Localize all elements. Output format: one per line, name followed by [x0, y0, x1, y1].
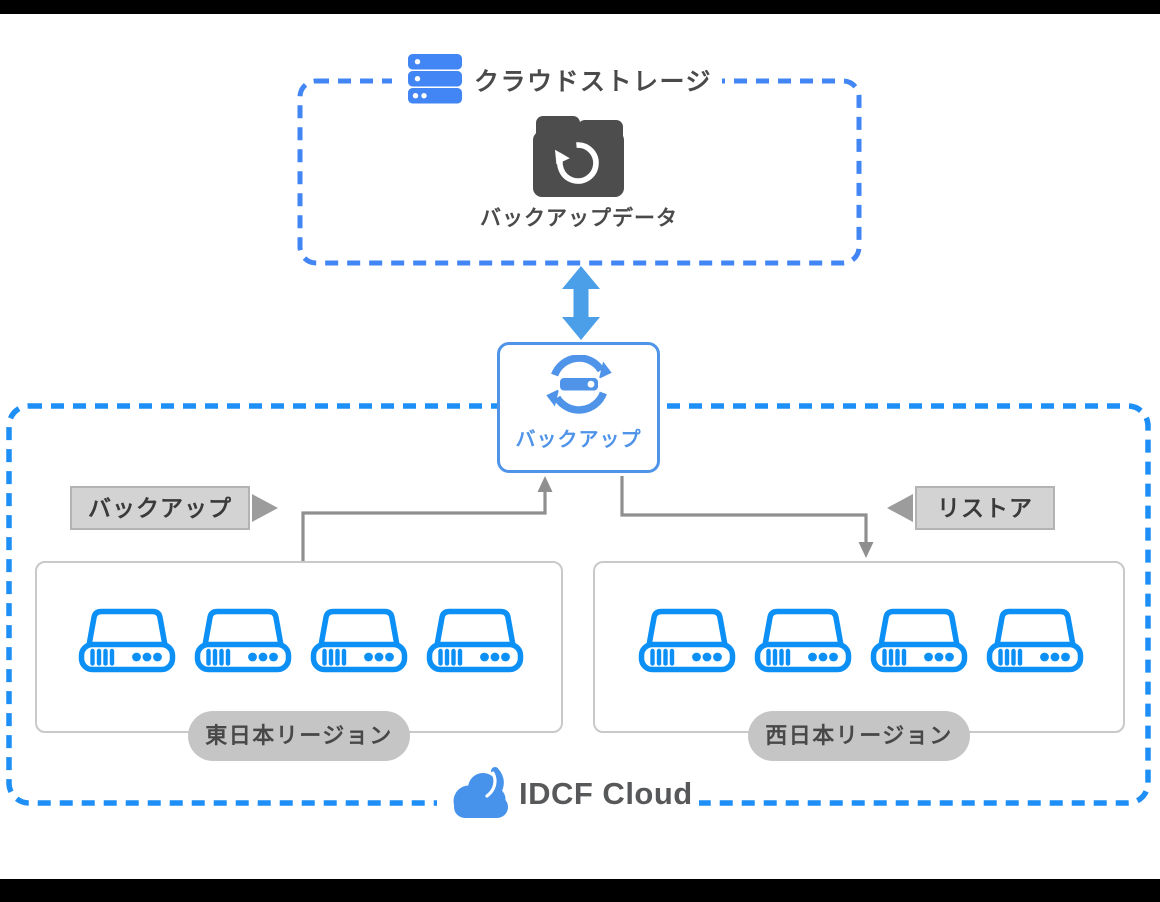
backup-node-label: バックアップ [515, 429, 642, 451]
sync-icon [545, 355, 612, 414]
server-icon [193, 606, 293, 674]
folder-restore-icon [533, 116, 624, 197]
restore-flow-label: リストア [915, 486, 1055, 530]
restore-flow-arrow-icon [887, 494, 913, 522]
backup-connector-line [301, 486, 547, 561]
restore-connector-line [620, 476, 868, 546]
region-label-west: 西日本リージョン [748, 711, 970, 761]
server-icon [985, 606, 1085, 674]
region-label-east: 東日本リージョン [188, 711, 410, 761]
backup-connector-arrowhead [537, 476, 553, 492]
backup-data-label: バックアップデータ [480, 207, 678, 230]
backup-flow-label: バックアップ [70, 486, 250, 530]
server-icon [309, 606, 409, 674]
cloud-storage-box [297, 78, 862, 266]
letterbox-top [0, 0, 1160, 14]
storage-rack-icon [408, 54, 462, 104]
restore-connector-arrowhead [858, 542, 874, 558]
server-icon [869, 606, 969, 674]
server-icon [753, 606, 853, 674]
region-box-east [35, 561, 563, 733]
sync-double-arrow [562, 266, 600, 340]
server-icon [77, 606, 177, 674]
server-icon [637, 606, 737, 674]
backup-flow-arrow-icon [252, 494, 278, 522]
cloud-icon [453, 767, 508, 818]
idcf-cloud-logo-text: IDCF Cloud [519, 776, 693, 811]
idcf-cloud-box [6, 403, 1151, 806]
cloud-storage-title: クラウドストレージ [474, 68, 713, 96]
region-box-west [593, 561, 1125, 733]
backup-node: バックアップ [497, 342, 660, 473]
idcf-cloud-logo: IDCF Cloud [452, 766, 693, 822]
letterbox-bottom [0, 879, 1160, 902]
server-icon [425, 606, 525, 674]
